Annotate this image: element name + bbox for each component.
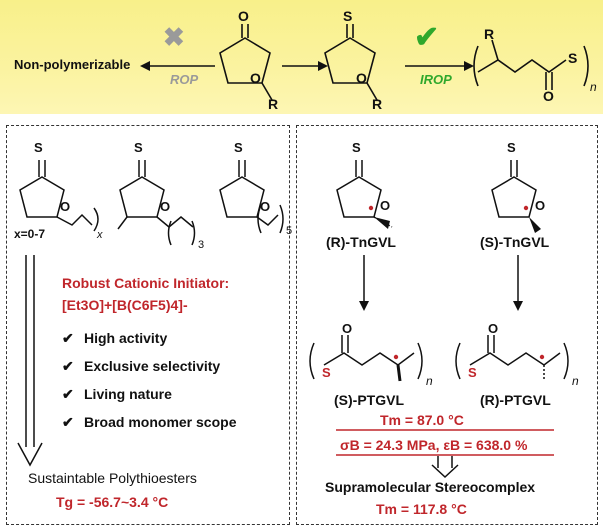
bullet-check-icon: ✔ (62, 330, 74, 346)
gvl-ring-o: O (250, 70, 261, 86)
rop-label: ROP (170, 72, 199, 87)
success-check-icon: ✔ (414, 21, 440, 54)
mechanical-properties: σB = 24.3 MPa, εB = 638.0 % (340, 437, 528, 453)
gvl-ring (219, 37, 271, 84)
monomer2-ring-o: O (160, 199, 171, 214)
monomer2-3-subscript: 3 (198, 239, 205, 251)
monomer3-ring-o: O (260, 199, 271, 214)
polymer-bracket-left (473, 45, 479, 87)
bullet-check-icon: ✔ (62, 358, 74, 374)
r-polymer-carbonyl-o: O (488, 321, 499, 336)
gvl-r-group: R (268, 96, 279, 112)
top-banner (0, 0, 603, 114)
polymer-bracket-right (583, 45, 589, 87)
initiator-formula: [Et3O]+[B(C6F5)4]- (62, 297, 188, 313)
tngvl-r-group: R (372, 96, 383, 112)
s-polymer-name: (S)-PTGVL (334, 392, 404, 408)
r-monomer-thione-s: S (352, 140, 361, 155)
r-monomer-name: (R)-TnGVL (326, 234, 396, 250)
tngvl-ring-o: O (356, 70, 367, 86)
tm-stereocomplex: Tm = 117.8 °C (376, 501, 467, 517)
left-panel (6, 125, 290, 525)
r-polymer-thioester-s: S (468, 365, 477, 380)
s-polymer-thioester-s: S (322, 365, 331, 380)
bullet-exclusive-selectivity: Exclusive selectivity (84, 358, 221, 374)
monomer3-thione-s: S (234, 140, 243, 155)
right-panel-graphics (309, 160, 569, 479)
bullet-check-icon: ✔ (62, 386, 74, 402)
left-panel-graphics (17, 160, 284, 467)
top-scheme-graphics (140, 24, 589, 101)
initiator-title: Robust Cationic Initiator: (62, 275, 230, 291)
bullet-check-icon: ✔ (62, 414, 74, 430)
s-monomer-name: (S)-TnGVL (480, 234, 550, 250)
product-label: Sustaintable Polythioesters (28, 470, 197, 486)
monomer1-ring-o: O (60, 199, 71, 214)
gvl-carbonyl-o: O (238, 8, 249, 24)
tg-value: Tg = -56.7~3.4 °C (56, 494, 169, 510)
monomer3-5-subscript: 5 (286, 225, 293, 237)
s-monomer-ring-o: O (535, 198, 546, 213)
s-polymer-n-subscript: n (426, 374, 433, 388)
alkyl-range-label: x=0-7 (14, 227, 46, 241)
r-polymer-n-subscript: n (572, 374, 579, 388)
stereocomplex-label: Supramolecular Stereocomplex (325, 479, 536, 495)
fail-cross-icon: ✖ (163, 22, 185, 52)
tngvl-ring (324, 37, 376, 84)
polymer-chain (477, 59, 567, 73)
r-polymer-name: (R)-PTGVL (480, 392, 551, 408)
bullet-high-activity: High activity (84, 330, 168, 346)
polymer-carbonyl-o: O (543, 88, 554, 104)
polymer-r-group: R (484, 26, 495, 42)
polymer-n-subscript: n (590, 80, 597, 94)
non-polymerizable-label: Non-polymerizable (14, 57, 131, 72)
s-polymer-carbonyl-o: O (342, 321, 353, 336)
monomer1-thione-s: S (34, 140, 43, 155)
tm-homopolymer: Tm = 87.0 °C (380, 412, 464, 428)
irop-label: IROP (420, 72, 452, 87)
polymer-thioester-s: S (568, 50, 578, 66)
s-monomer-thione-s: S (507, 140, 516, 155)
bullet-broad-monomer-scope: Broad monomer scope (84, 414, 237, 430)
monomer2-thione-s: S (134, 140, 143, 155)
right-panel (296, 125, 598, 525)
r-monomer-ring-o: O (380, 198, 391, 213)
alkyl-x-subscript: x (97, 229, 103, 241)
tngvl-thione-s: S (343, 8, 353, 24)
bullet-living-nature: Living nature (84, 386, 172, 402)
